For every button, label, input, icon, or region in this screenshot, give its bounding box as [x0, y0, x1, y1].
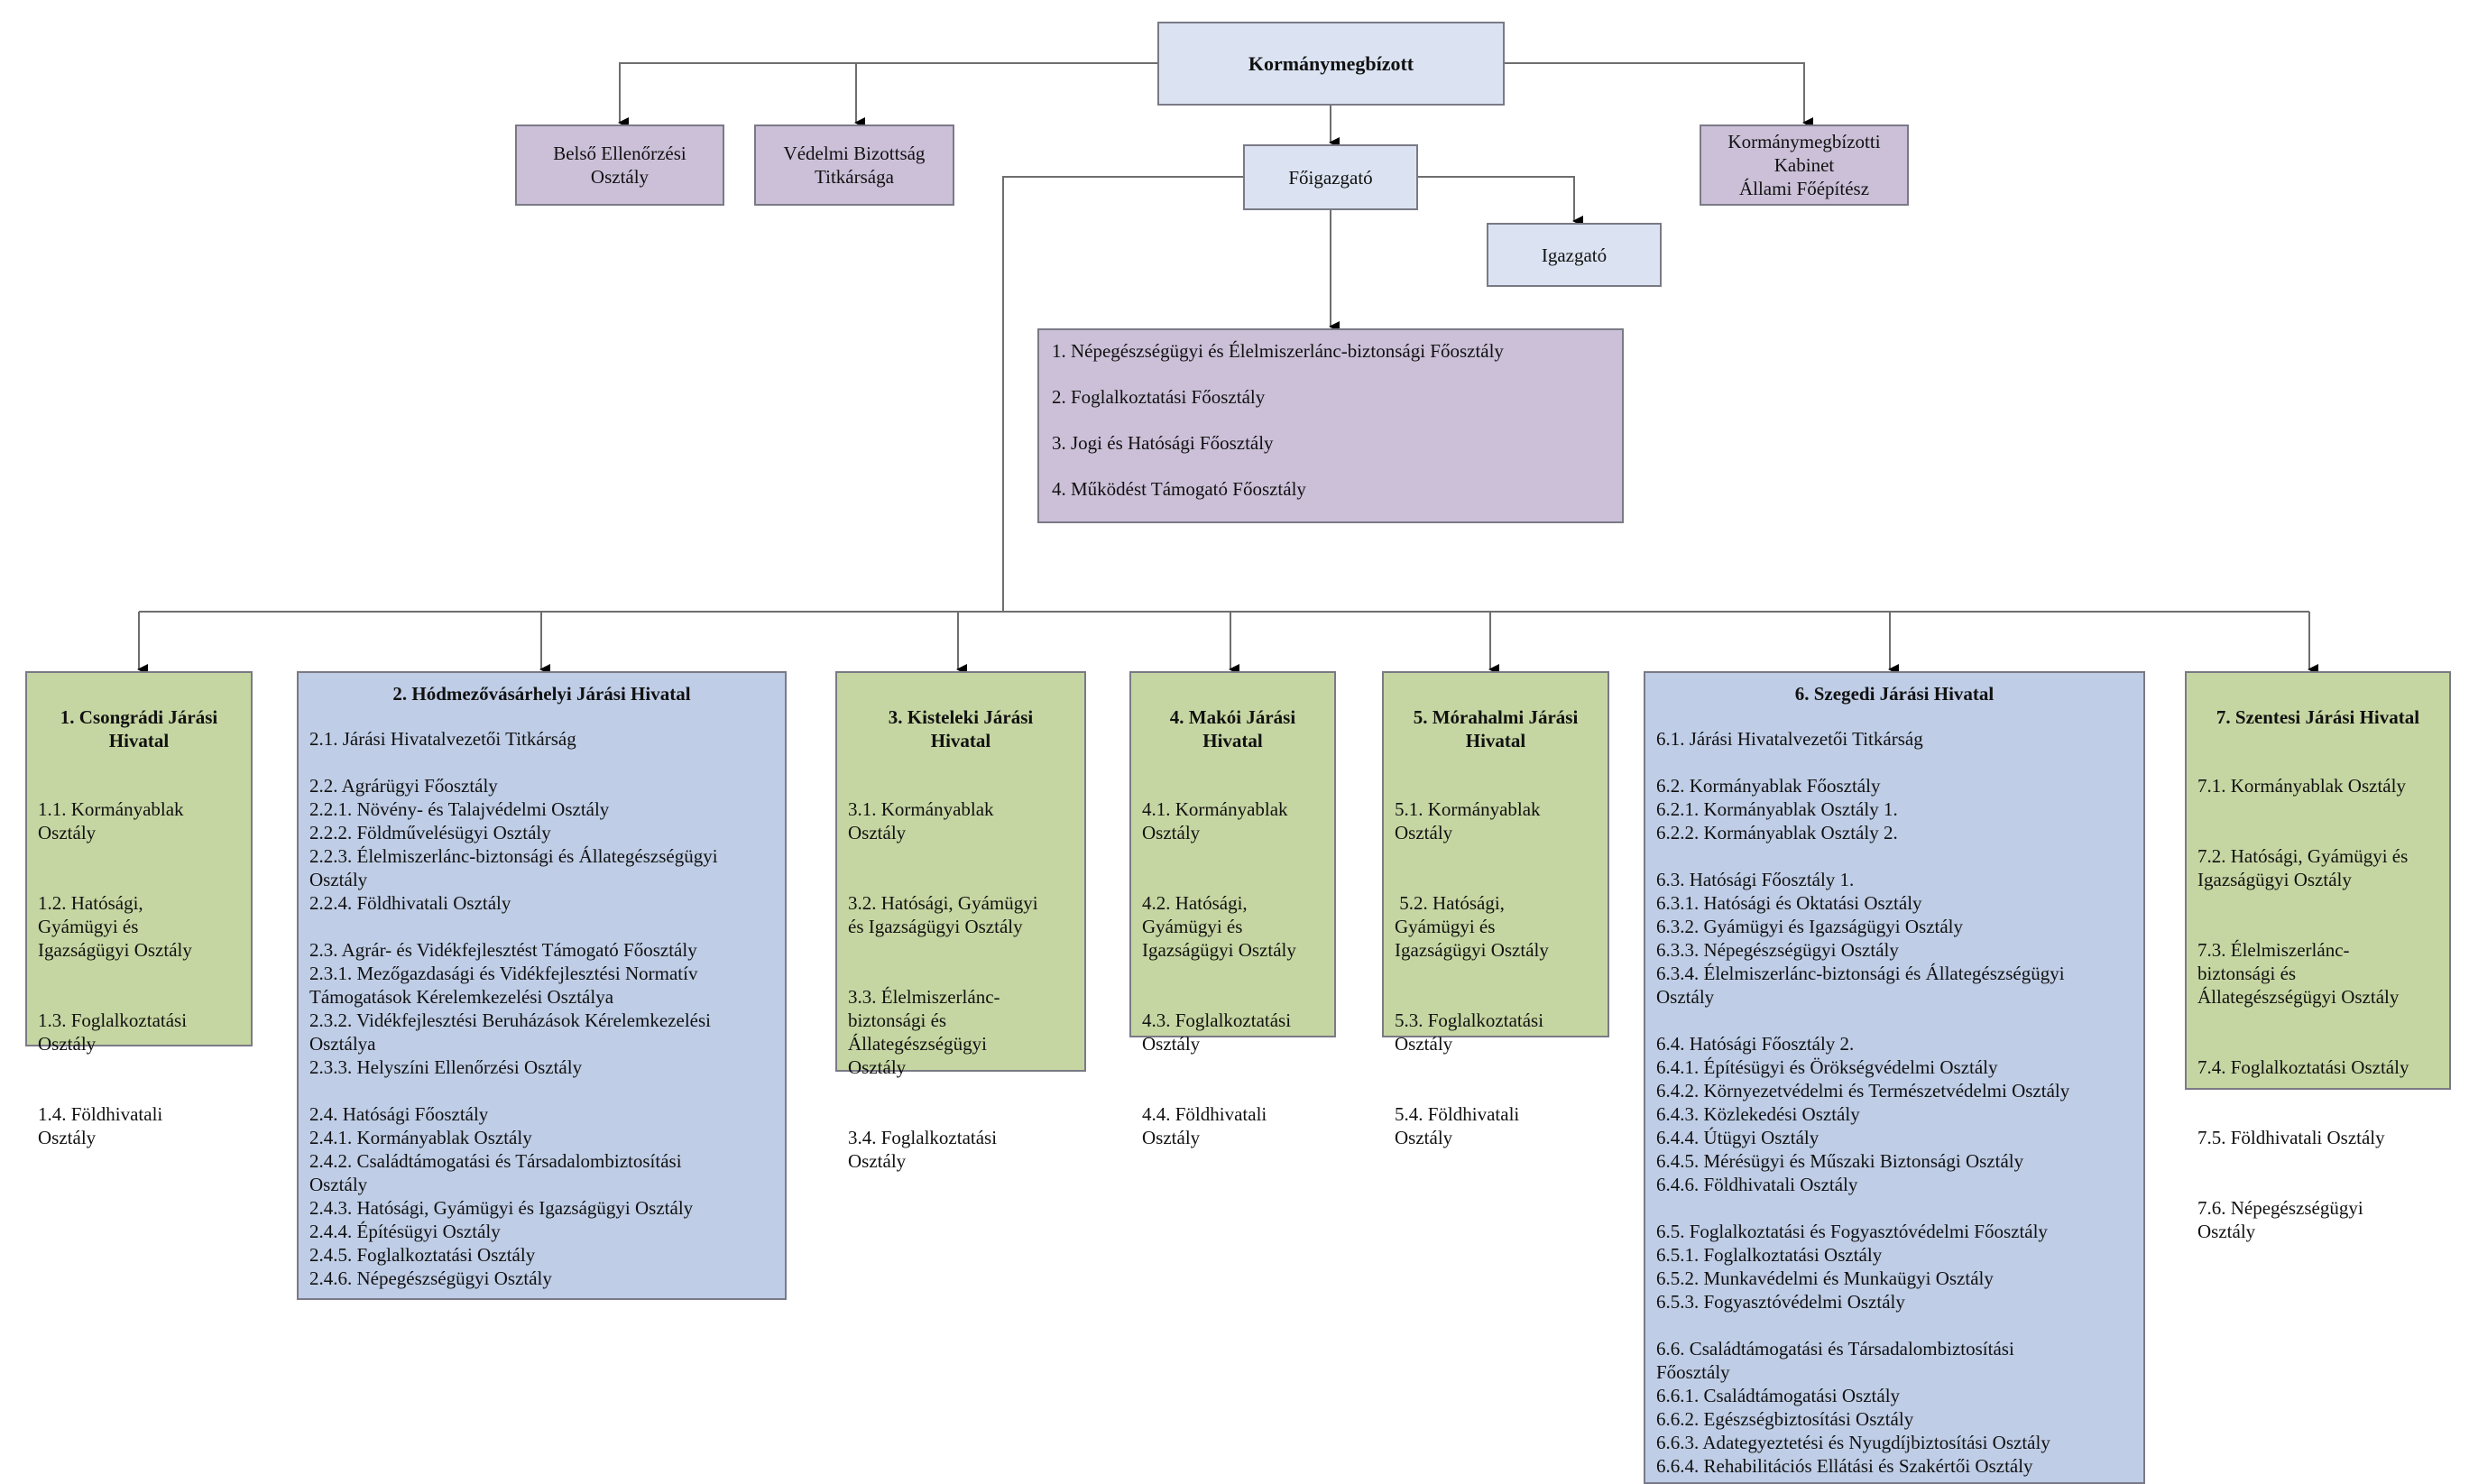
jarasi-4-title: 4. Makói Járási Hivatal	[1169, 706, 1296, 751]
fooszaly-item: 2. Foglalkoztatási Főosztály	[1052, 386, 1266, 408]
jarasi-6-box: 6. Szegedi Járási Hivatal 6.1. Járási Hi…	[1644, 671, 2145, 1484]
jarasi-2-item: 2.1. Járási Hivatalvezetői Titkárság	[309, 728, 576, 750]
jarasi-2-item: 2.2. Agrárügyi Főosztály 2.2.1. Növény- …	[309, 775, 718, 914]
jarasi-1-item: 1.2. Hatósági, Gyámügyi és Igazságügyi O…	[38, 892, 192, 961]
jarasi-5-item: 5.3. Foglalkoztatási Osztály	[1395, 1009, 1544, 1055]
belso-ellenorzesi-label: Belső Ellenőrzési Osztály	[553, 143, 686, 188]
jarasi-7-item: 7.2. Hatósági, Gyámügyi és Igazságügyi O…	[2197, 845, 2409, 890]
fooszaly-item: 1. Népegészségügyi és Élelmiszerlánc-biz…	[1052, 340, 1504, 362]
connector-trunk	[1002, 176, 1243, 612]
jarasi-3-item: 3.1. Kormányablak Osztály	[848, 798, 994, 843]
jarasi-7-item: 7.5. Földhivatali Osztály	[2197, 1127, 2385, 1148]
jarasi-4-item: 4.3. Foglalkoztatási Osztály	[1142, 1009, 1292, 1055]
jarasi-7-item: 7.4. Foglalkoztatási Osztály	[2197, 1056, 2409, 1078]
jarasi-5-title: 5. Mórahalmi Járási Hivatal	[1413, 706, 1579, 751]
jarasi-3-title: 3. Kisteleki Járási Hivatal	[888, 706, 1034, 751]
belso-ellenorzesi-box: Belső Ellenőrzési Osztály	[515, 124, 724, 206]
igazgato-box: Igazgató	[1487, 223, 1662, 287]
jarasi-5-item: 5.2. Hatósági, Gyámügyi és Igazságügyi O…	[1395, 892, 1549, 961]
kormanymegbizott-box: Kormánymegbízott	[1157, 22, 1505, 106]
jarasi-2-item: 2.3. Agrár- és Vidékfejlesztést Támogató…	[309, 939, 712, 1078]
jarasi-6-item: 6.6. Családtámogatási és Társadalombizto…	[1656, 1338, 2050, 1477]
jarasi-4-box: 4. Makói Járási Hivatal 4.1. Kormányabla…	[1129, 671, 1336, 1148]
jarasi-3-item: 3.4. Foglalkoztatási Osztály	[848, 1127, 998, 1172]
jarasi-1-title: 1. Csongrádi Járási Hivatal	[60, 706, 218, 751]
jarasi-6-title: 6. Szegedi Járási Hivatal	[1794, 683, 1995, 705]
jarasi-4-item: 4.1. Kormányablak Osztály	[1142, 798, 1288, 843]
connector-kabinet	[1505, 62, 1813, 128]
jarasi-6-item: 6.4. Hatósági Főosztály 2. 6.4.1. Építés…	[1656, 1033, 2070, 1195]
jarasi-6-item: 6.5. Foglalkoztatási és Fogyasztóvédelmi…	[1656, 1221, 2048, 1313]
vedelmi-bizottsag-label: Védelmi Bizottság Titkársága	[783, 143, 926, 188]
jarasi-7-item: 7.1. Kormányablak Osztály	[2197, 775, 2406, 797]
igazgato-label: Igazgató	[1541, 244, 1608, 266]
jarasi-5-item: 5.1. Kormányablak Osztály	[1395, 798, 1541, 843]
jarasi-2-box: 2. Hódmezővásárhelyi Járási Hivatal 2.1.…	[297, 671, 787, 1300]
kabinet-label: Kormánymegbízotti Kabinet Állami Főépíté…	[1727, 131, 1881, 199]
kabinet-box: Kormánymegbízotti Kabinet Állami Főépíté…	[1700, 124, 1909, 206]
jarasi-7-item: 7.3. Élelmiszerlánc- biztonsági és Állat…	[2197, 939, 2400, 1008]
jarasi-4-item: 4.4. Földhivatali Osztály	[1142, 1103, 1267, 1148]
kormanymegbizott-label: Kormánymegbízott	[1248, 51, 1414, 75]
jarasi-3-item: 3.3. Élelmiszerlánc- biztonsági és Állat…	[848, 986, 1000, 1078]
foigazgato-label: Főigazgató	[1288, 166, 1373, 189]
jarasi-1-item: 1.3. Foglalkoztatási Osztály	[38, 1009, 188, 1055]
jarasi-5-box: 5. Mórahalmi Járási Hivatal 5.1. Kormány…	[1382, 671, 1609, 1148]
fooszaly-item: 4. Működést Támogató Főosztály	[1052, 478, 1306, 500]
fooszaly-item: 3. Jogi és Hatósági Főosztály	[1052, 432, 1274, 454]
jarasi-1-item: 1.4. Földhivatali Osztály	[38, 1103, 163, 1148]
jarasi-2-item: 2.4. Hatósági Főosztály 2.4.1. Kormányab…	[309, 1103, 694, 1289]
vedelmi-bizottsag-box: Védelmi Bizottság Titkársága	[754, 124, 954, 206]
jarasi-3-box: 3. Kisteleki Járási Hivatal 3.1. Kormány…	[835, 671, 1086, 1172]
jarasi-1-item: 1.1. Kormányablak Osztály	[38, 798, 184, 843]
jarasi-6-item: 6.2. Kormányablak Főosztály 6.2.1. Kormá…	[1656, 775, 1898, 843]
jarasi-1-box: 1. Csongrádi Járási Hivatal 1.1. Kormány…	[25, 671, 253, 1148]
jarasi-2-title: 2. Hódmezővásárhelyi Járási Hivatal	[392, 683, 691, 705]
connector-belso	[618, 62, 1157, 128]
connector-igazgato	[1418, 176, 1583, 226]
fooszalyok-box: 1. Népegészségügyi és Élelmiszerlánc-biz…	[1037, 328, 1624, 523]
jarasi-6-item: 6.3. Hatósági Főosztály 1. 6.3.1. Hatósá…	[1656, 869, 2065, 1008]
jarasi-7-title: 7. Szentesi Járási Hivatal	[2216, 706, 2420, 728]
jarasi-5-item: 5.4. Földhivatali Osztály	[1395, 1103, 1520, 1148]
jarasi-6-item: 6.1. Járási Hivatalvezetői Titkárság	[1656, 728, 1923, 750]
jarasi-3-item: 3.2. Hatósági, Gyámügyi és Igazságügyi O…	[848, 892, 1038, 937]
foigazgato-box: Főigazgató	[1243, 144, 1418, 210]
jarasi-7-box: 7. Szentesi Járási Hivatal 7.1. Kormánya…	[2185, 671, 2451, 1242]
jarasi-4-item: 4.2. Hatósági, Gyámügyi és Igazságügyi O…	[1142, 892, 1296, 961]
jarasi-7-item: 7.6. Népegészségügyi Osztály	[2197, 1197, 2363, 1242]
